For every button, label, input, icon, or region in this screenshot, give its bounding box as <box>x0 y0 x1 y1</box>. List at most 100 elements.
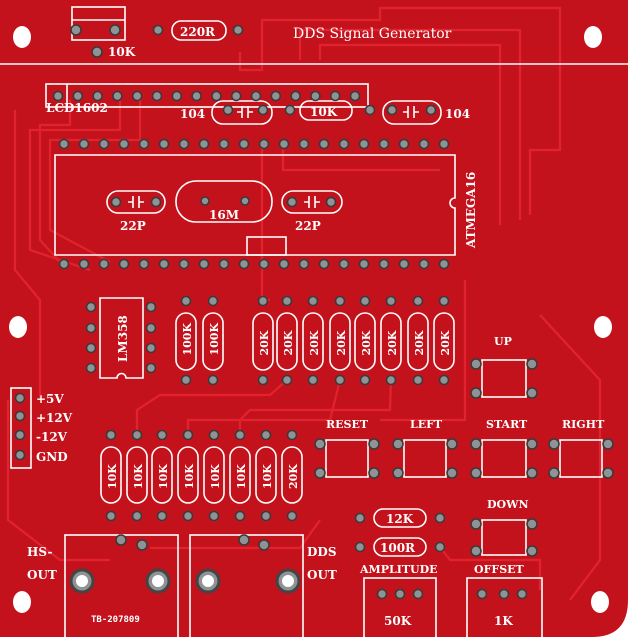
solder-pad <box>368 438 380 450</box>
resistor-ladder-label: 10K <box>235 464 248 489</box>
resistor-20k-label: 20K <box>258 330 271 355</box>
mounting-holes <box>9 26 612 613</box>
solder-pad <box>131 429 143 441</box>
solder-pad <box>91 46 103 58</box>
solder-pad <box>131 510 143 522</box>
mounting-hole <box>13 26 31 48</box>
power-label-neg12v: -12V <box>36 430 68 444</box>
solder-pad <box>191 90 202 102</box>
button-reset-outline <box>325 439 369 478</box>
resistor-ladder-body <box>177 446 199 504</box>
solder-pad <box>180 374 192 386</box>
resistor-100k-body <box>175 312 197 371</box>
lcd-label: LCD1602 <box>46 101 108 115</box>
solder-pad <box>425 104 437 116</box>
solder-pad <box>156 510 168 522</box>
solder-pad <box>298 258 310 270</box>
solder-pad <box>85 301 97 313</box>
dds-out-label-2: OUT <box>307 568 337 582</box>
solder-pad <box>338 258 350 270</box>
solder-pad <box>548 467 560 479</box>
solder-pad <box>118 258 130 270</box>
solder-pad <box>286 429 298 441</box>
solder-pad <box>602 467 614 479</box>
solder-pad <box>136 539 148 551</box>
resistor-20k-body <box>302 312 324 371</box>
offset-pot-outline <box>466 577 543 637</box>
solder-pad <box>412 295 424 307</box>
resistor-ladder-label: 20K <box>287 464 300 489</box>
solder-pad <box>257 374 269 386</box>
solder-pad <box>412 588 424 600</box>
solder-pad <box>222 104 234 116</box>
solder-pad <box>438 258 450 270</box>
solder-pad <box>314 438 326 450</box>
opamp-outline <box>99 297 144 379</box>
solder-pad <box>200 196 210 206</box>
resistor-ladder-label: 10K <box>106 464 119 489</box>
solder-pad <box>438 374 450 386</box>
solder-pad <box>92 90 103 102</box>
solder-pad <box>182 510 194 522</box>
power-label-5v: +5V <box>36 392 64 406</box>
solder-pad <box>158 138 170 150</box>
solder-pad <box>359 374 371 386</box>
resistor-100r-body <box>373 537 427 557</box>
button-down-outline <box>481 519 527 556</box>
capacitor-symbol <box>304 196 320 208</box>
solder-pad <box>145 362 157 374</box>
solder-pad <box>240 196 250 206</box>
solder-pad <box>392 438 404 450</box>
solder-pad <box>398 258 410 270</box>
solder-pad <box>70 24 82 36</box>
solder-pad <box>412 374 424 386</box>
button-left-outline <box>403 439 447 478</box>
cap-22p-right-body <box>281 190 343 214</box>
capacitor-symbol <box>403 106 419 118</box>
crystal-body <box>175 180 273 223</box>
button-reset-label: RESET <box>326 418 369 431</box>
trim-pot-outline <box>71 6 126 41</box>
resistor-20k-body <box>433 312 455 371</box>
solder-pad <box>334 295 346 307</box>
resistor-20k-body <box>380 312 402 371</box>
solder-pad <box>158 258 170 270</box>
solder-pad <box>218 258 230 270</box>
mounting-hole <box>591 591 609 613</box>
mounting-hole <box>9 316 27 338</box>
solder-pad <box>354 512 366 524</box>
jack-part-code: TB-207809 <box>91 615 140 625</box>
solder-pad <box>234 429 246 441</box>
solder-pad <box>58 258 70 270</box>
resistor-20k-body <box>276 312 298 371</box>
solder-pad <box>470 358 482 370</box>
resistor-ladder-body <box>255 446 277 504</box>
resistor-ladder-body <box>100 446 122 504</box>
button-up-label: UP <box>494 335 512 348</box>
solder-pad <box>516 588 528 600</box>
copper-traces <box>6 6 602 601</box>
solder-pads <box>14 24 614 600</box>
solder-pad <box>58 138 70 150</box>
cap-104-right-body <box>382 100 442 125</box>
solder-pad <box>85 322 97 334</box>
solder-pad <box>98 258 110 270</box>
hs-out-label-2: OUT <box>27 568 57 582</box>
hs-out-label-1: HS- <box>27 545 52 559</box>
solder-pad <box>438 295 450 307</box>
jack-mount-hole-center <box>202 575 214 587</box>
amplitude-pot-value: 50K <box>384 614 412 628</box>
solder-pad <box>470 438 482 450</box>
board-title: DDS Signal Generator <box>293 26 452 42</box>
cap-22p-left-body <box>106 190 166 214</box>
button-right-outline <box>559 439 603 478</box>
solder-pad <box>290 90 301 102</box>
solder-pad <box>110 196 122 208</box>
resistor-10k-label: 10K <box>310 105 338 119</box>
solder-pad <box>131 90 143 102</box>
resistor-ladder-label: 10K <box>157 464 170 489</box>
solder-pad <box>138 138 150 150</box>
power-label-gnd: GND <box>36 450 68 464</box>
button-down-label: DOWN <box>487 498 529 511</box>
